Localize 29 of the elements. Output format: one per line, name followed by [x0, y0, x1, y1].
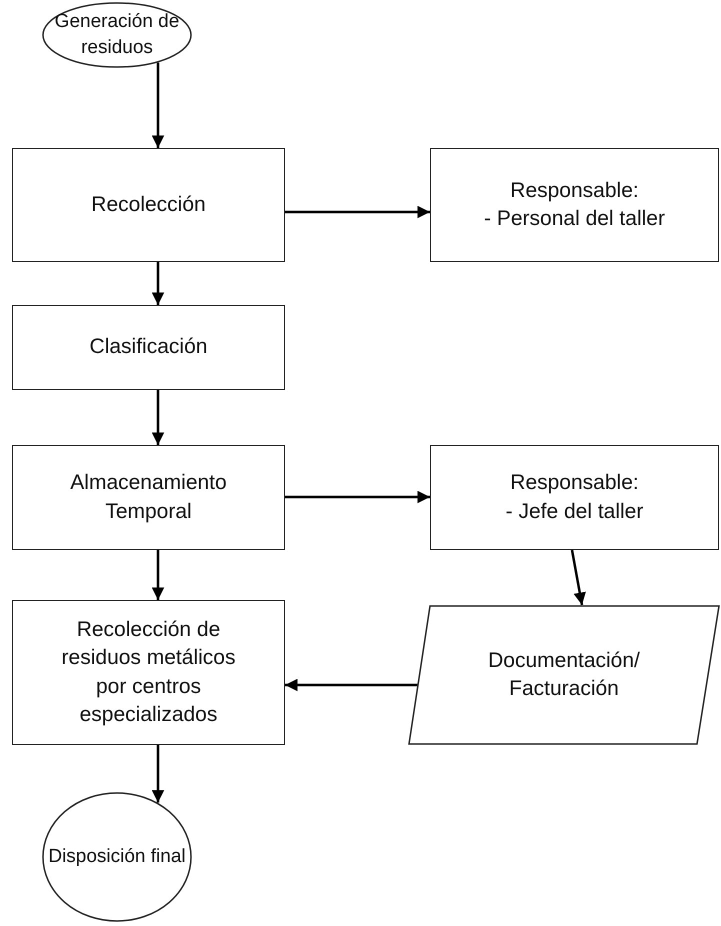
- box-label: Documentación/ Facturación: [487, 648, 641, 702]
- box-label: Almacenamiento Temporal: [69, 470, 228, 524]
- box-label: - Jefe del taller: [504, 498, 644, 524]
- process-box: [12, 445, 285, 550]
- box-label: - Personal del taller: [483, 206, 666, 232]
- arrow: [152, 550, 164, 600]
- process-box: [12, 600, 285, 745]
- process-box: [12, 148, 285, 262]
- note-box: [430, 148, 719, 262]
- process-box: [12, 305, 285, 390]
- arrow: [152, 62, 164, 148]
- box-label: Responsable:: [509, 178, 640, 204]
- start-ellipse: [42, 2, 192, 68]
- note-box: [430, 445, 719, 550]
- document-parallelogram: [408, 605, 720, 745]
- box-label: Recolección de residuos metálicos por centros especializados: [60, 616, 236, 728]
- arrow: [570, 550, 586, 606]
- arrow: [152, 262, 164, 305]
- arrow: [152, 390, 164, 445]
- arrow: [285, 490, 430, 504]
- arrow: [285, 678, 418, 692]
- box-label: Recolección: [90, 192, 207, 218]
- arrow: [152, 745, 164, 803]
- box-label: Generación de residuos: [54, 10, 180, 60]
- end-ellipse: [42, 792, 192, 922]
- box-label: Responsable:: [509, 470, 640, 496]
- box-label: Clasificación: [88, 334, 208, 360]
- arrow: [285, 206, 430, 218]
- box-label: Disposición final: [47, 845, 187, 870]
